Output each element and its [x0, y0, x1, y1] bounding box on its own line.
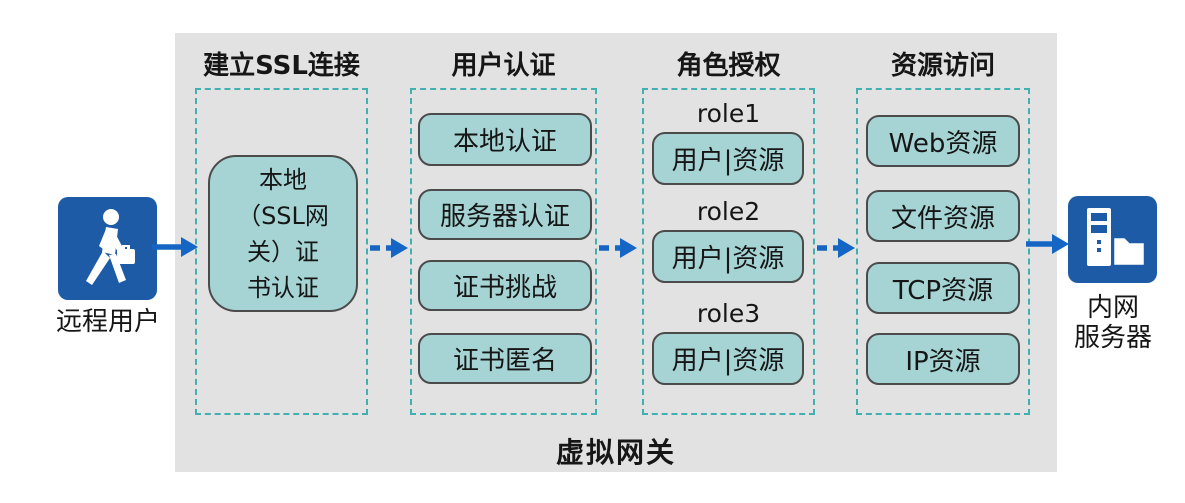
- role3-user-resource-box: 用户|资源: [652, 332, 804, 385]
- column-box-user-auth: [410, 88, 597, 415]
- virtual-gateway-label: 虚拟网关: [555, 436, 676, 469]
- user-walking-icon: [69, 205, 147, 293]
- role2-user-resource-box: 用户|资源: [652, 230, 804, 283]
- remote-user-icon-tile: [58, 197, 157, 300]
- intranet-server-label: 内网 服务器: [1073, 293, 1152, 353]
- column-box-resource-access: [856, 88, 1030, 415]
- column-header-ssl-connect: 建立SSL连接: [203, 51, 360, 81]
- resource-tcp: TCP资源: [866, 262, 1020, 314]
- column-box-ssl-connect: [195, 88, 368, 415]
- auth-method-cert-challenge: 证书挑战: [418, 260, 592, 311]
- column-header-resource-access: 资源访问: [890, 51, 995, 81]
- arrow-user-to-gateway: [152, 234, 200, 260]
- intranet-server-icon-tile: [1068, 196, 1157, 283]
- resource-web: Web资源: [866, 115, 1020, 167]
- arrow-gateway-to-server: [1026, 231, 1070, 257]
- role1-user-resource-box: 用户|资源: [652, 132, 804, 185]
- resource-ip: IP资源: [866, 333, 1020, 385]
- column-header-role-authz: 角色授权: [676, 51, 781, 81]
- auth-method-server: 服务器认证: [418, 189, 592, 240]
- role2-label: role2: [696, 197, 761, 226]
- server-folder-icon: [1077, 204, 1149, 276]
- column-header-user-auth: 用户认证: [451, 51, 556, 81]
- remote-user-label: 远程用户: [55, 307, 160, 337]
- role1-label: role1: [696, 99, 761, 128]
- column-box-role-authz: [642, 88, 815, 415]
- ssl-gateway-cert-auth-box: 本地 （SSL网 关）证 书认证: [208, 155, 358, 312]
- arrow-auth-to-role: [599, 235, 638, 261]
- resource-file: 文件资源: [866, 190, 1020, 242]
- arrow-role-to-resource: [817, 235, 856, 261]
- arrow-ssl-to-auth: [370, 235, 409, 261]
- auth-method-cert-anonymous: 证书匿名: [418, 333, 592, 384]
- auth-method-local: 本地认证: [418, 113, 592, 166]
- role3-label: role3: [696, 299, 761, 328]
